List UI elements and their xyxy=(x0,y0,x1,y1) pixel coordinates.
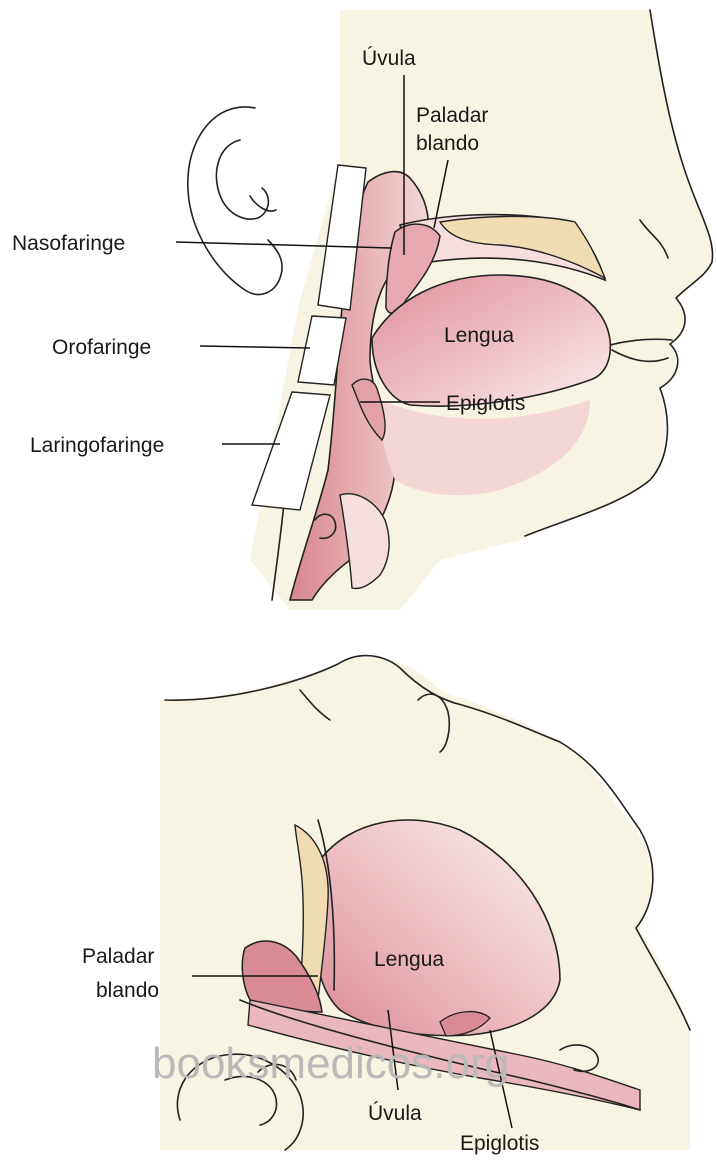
bottom-soft-palate-label-2: blando xyxy=(96,979,159,1002)
top-laryngopharynx-label: Laringofaringe xyxy=(30,434,164,457)
bottom-uvula-label: Úvula xyxy=(368,1102,422,1125)
bottom-soft-palate-label-1: Paladar xyxy=(82,945,154,968)
top-oropharynx-label: Orofaringe xyxy=(52,336,151,359)
bottom-tongue-label: Lengua xyxy=(374,948,444,971)
top-epiglottis-label: Epiglotis xyxy=(446,392,525,415)
watermark: booksmedicos.org xyxy=(152,1039,509,1088)
top-head-illustration xyxy=(188,10,713,610)
top-tongue-label: Lengua xyxy=(444,324,514,347)
bottom-epiglottis-label: Epiglotis xyxy=(460,1132,539,1155)
top-nasopharynx-label: Nasofaringe xyxy=(12,232,125,255)
top-soft-palate-label-2: blando xyxy=(416,132,479,155)
top-soft-palate-label-1: Paladar xyxy=(416,104,488,127)
top-uvula-label: Úvula xyxy=(362,47,416,70)
top-ear-canal xyxy=(250,196,276,211)
